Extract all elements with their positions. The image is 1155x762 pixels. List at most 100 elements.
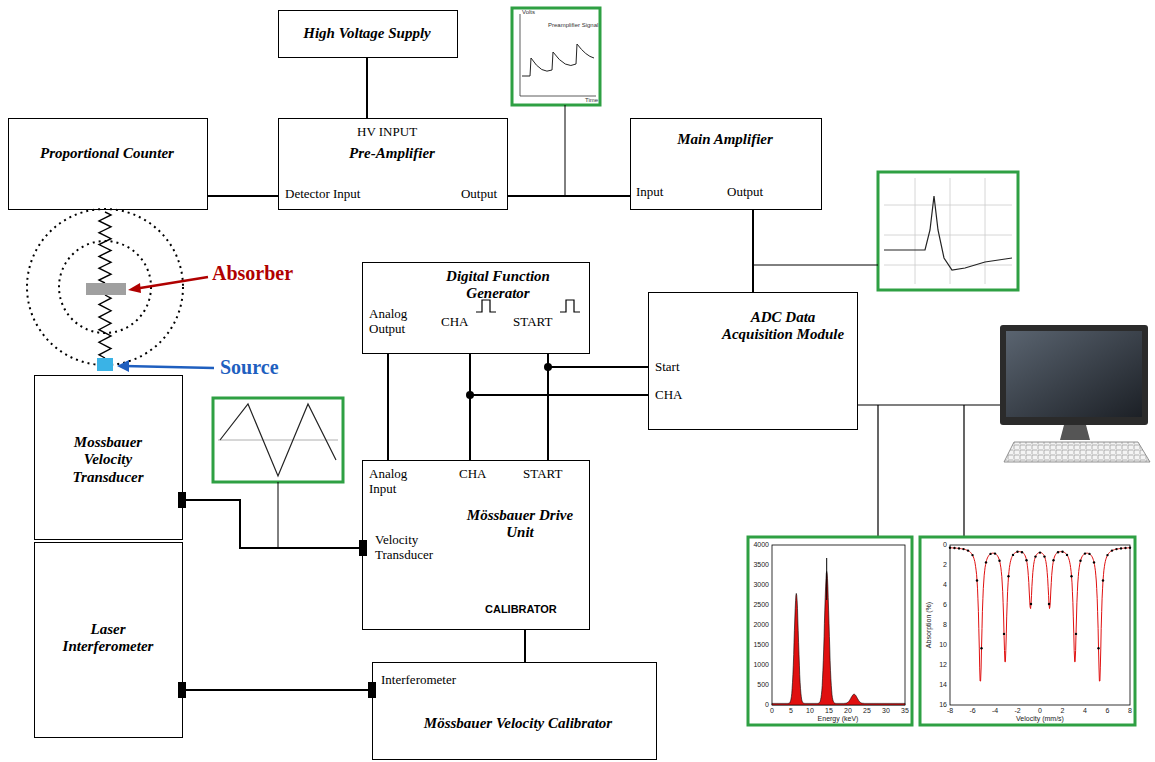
tick-label: 16 bbox=[939, 701, 947, 709]
data-point bbox=[989, 553, 991, 555]
monitor bbox=[1000, 325, 1148, 425]
port-label: Velocity Transducer bbox=[375, 533, 451, 563]
signal-wire bbox=[183, 500, 362, 548]
port-label: HV INPUT bbox=[357, 125, 417, 140]
tick-label: 4 bbox=[1083, 707, 1087, 715]
data-point bbox=[1088, 553, 1090, 555]
box-title: Proportional Counter bbox=[39, 145, 175, 162]
tick-label: 15 bbox=[825, 707, 833, 715]
signal-thumbnail bbox=[213, 398, 343, 482]
tick-label: 3500 bbox=[753, 561, 769, 569]
energy-spectrum bbox=[826, 558, 827, 600]
signal-thumbnail bbox=[512, 8, 600, 105]
tick-label: -4 bbox=[992, 707, 998, 715]
port-label: Start bbox=[655, 360, 680, 375]
data-point bbox=[1043, 555, 1045, 557]
signal-wire bbox=[366, 58, 368, 118]
signal-wire bbox=[208, 195, 278, 197]
port-label: CHA bbox=[441, 315, 468, 330]
data-point bbox=[1030, 603, 1032, 605]
mossbauer-spectrum bbox=[950, 548, 1130, 681]
detector-box: Proportional Counter bbox=[8, 118, 208, 210]
data-point bbox=[962, 548, 964, 550]
monitor-screen bbox=[1006, 331, 1142, 417]
sawtooth-signal bbox=[522, 44, 594, 76]
amplifier-box: Main AmplifierInputOutput bbox=[630, 118, 822, 210]
leader-line bbox=[565, 105, 566, 196]
axis-title: Time bbox=[585, 97, 598, 104]
axis bbox=[218, 440, 338, 441]
port-label: Analog Input bbox=[369, 467, 429, 497]
axis-title: Energy (keV) bbox=[818, 715, 859, 723]
tick-label: 8 bbox=[1128, 707, 1132, 715]
signal-wire bbox=[508, 195, 630, 197]
data-point bbox=[1052, 559, 1054, 561]
junction-dot bbox=[466, 391, 474, 399]
data-point bbox=[971, 554, 973, 556]
signal-wire bbox=[387, 354, 389, 460]
data-point bbox=[1034, 555, 1036, 557]
box-title: Pre-Amplifier bbox=[289, 145, 495, 162]
pointer-arrow bbox=[128, 283, 141, 293]
callout-label: Source bbox=[220, 356, 279, 378]
energy-spectrum bbox=[772, 571, 905, 705]
absorber-plate bbox=[86, 283, 126, 295]
data-point bbox=[1097, 647, 1099, 649]
data-point bbox=[1102, 579, 1104, 581]
data-point bbox=[994, 552, 996, 554]
data-point bbox=[985, 561, 987, 563]
tick-label: 0 bbox=[765, 701, 769, 709]
port-label: Detector Input bbox=[285, 187, 360, 202]
monitor-stand bbox=[1060, 425, 1090, 440]
tick-label: 3000 bbox=[753, 581, 769, 589]
port-label: Input bbox=[636, 185, 663, 200]
port-label: Interferometer bbox=[381, 673, 456, 688]
acquisition-box: ADC Data Acquisition ModuleStartCHA bbox=[648, 292, 858, 430]
calibrator-box: InterferometerMössbauer Velocity Calibra… bbox=[372, 662, 657, 760]
pulse-signal bbox=[884, 196, 1012, 270]
tick-label: 500 bbox=[757, 681, 769, 689]
callout-label: Absorber bbox=[212, 262, 293, 284]
plot-frame bbox=[748, 537, 912, 725]
keyboard bbox=[1004, 442, 1150, 462]
port-label: CHA bbox=[655, 388, 682, 403]
signal-wire bbox=[548, 354, 648, 367]
interferometer-box: Laser Interferometer bbox=[34, 542, 183, 738]
data-point bbox=[1129, 547, 1131, 549]
pulse-symbol bbox=[560, 300, 580, 312]
pointer-arrow bbox=[124, 366, 214, 368]
data-point bbox=[1075, 633, 1077, 635]
data-point bbox=[1039, 551, 1041, 553]
data-point bbox=[1016, 551, 1018, 553]
data-cable bbox=[858, 405, 1000, 537]
box-title: ADC Data Acquisition Module bbox=[715, 309, 851, 344]
tick-label: 1500 bbox=[753, 641, 769, 649]
tick-label: 5 bbox=[789, 707, 793, 715]
generator-box: Digital Function GeneratorAnalog OutputC… bbox=[362, 262, 590, 354]
data-point bbox=[976, 579, 978, 581]
junction-dot bbox=[544, 363, 552, 371]
leader-line bbox=[753, 265, 878, 266]
grid bbox=[884, 178, 1012, 284]
pulse-symbol bbox=[476, 300, 496, 312]
data-point bbox=[1079, 560, 1081, 562]
supply-box: High Voltage Supply bbox=[278, 10, 458, 58]
tick-label: 1000 bbox=[753, 661, 769, 669]
tick-label: 35 bbox=[901, 707, 909, 715]
tick-label: 6 bbox=[943, 601, 947, 609]
plot-axes bbox=[772, 545, 905, 705]
data-point bbox=[998, 560, 1000, 562]
data-point bbox=[1106, 554, 1108, 556]
data-point bbox=[1084, 552, 1086, 554]
tick-label: 20 bbox=[844, 707, 852, 715]
tick-label: -8 bbox=[947, 707, 953, 715]
box-title: Laser Interferometer bbox=[49, 621, 167, 656]
tick-label: 25 bbox=[863, 707, 871, 715]
tick-label: 14 bbox=[939, 681, 947, 689]
detector-field bbox=[27, 209, 183, 365]
data-point bbox=[1120, 547, 1122, 549]
data-point bbox=[980, 647, 982, 649]
